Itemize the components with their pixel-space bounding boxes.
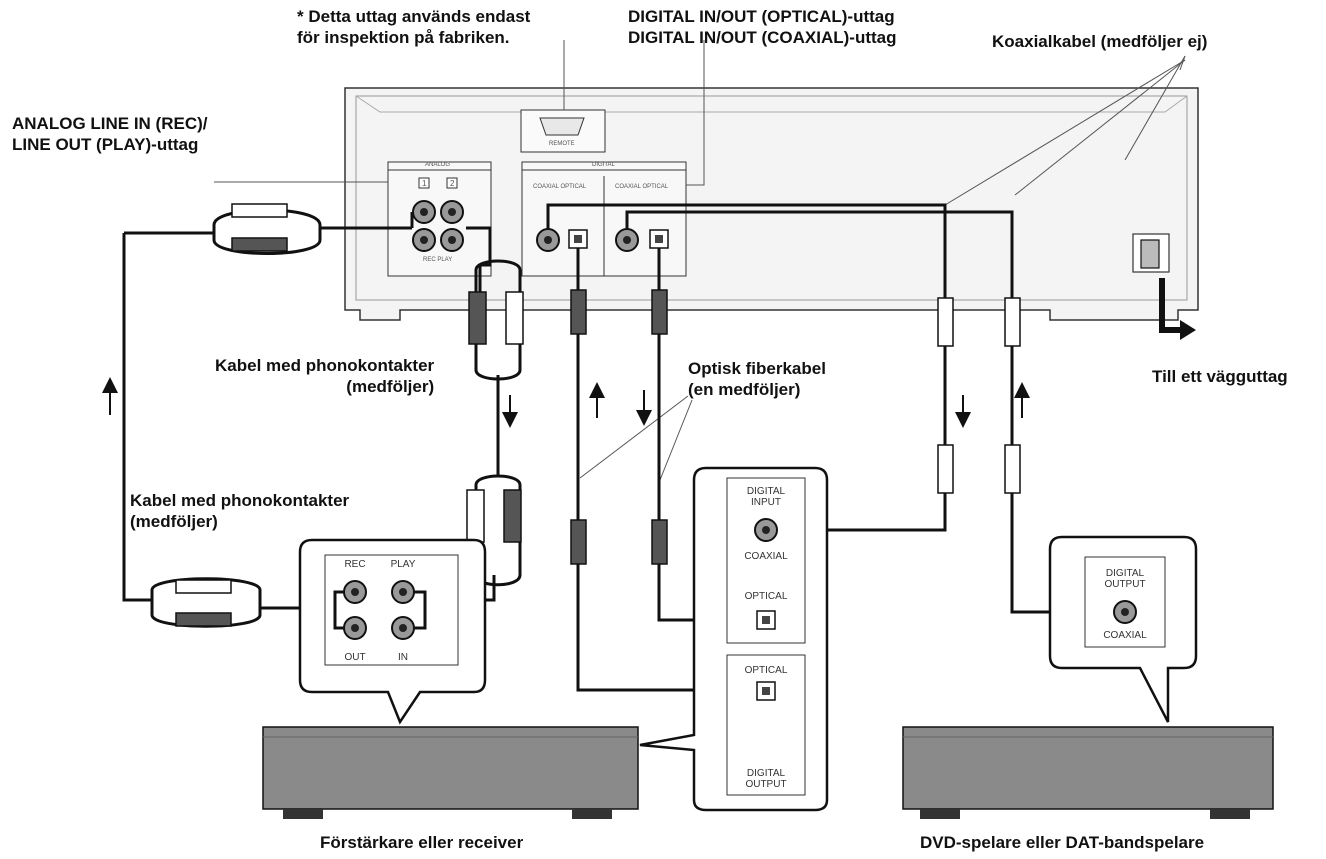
phono-cable-center xyxy=(425,226,524,602)
factory-serial-port xyxy=(520,40,606,153)
dvd-digital-callout xyxy=(1048,535,1198,723)
phono-cable-label-1: Kabel med phonokontakter (medföljer) xyxy=(215,356,435,396)
amp-play-label: PLAY xyxy=(390,559,416,570)
amp-optical-out-label: OPTICAL xyxy=(744,665,788,676)
signal-arrows xyxy=(102,377,1030,428)
amp-digital-output-label: DIGITAL OUTPUT xyxy=(745,768,787,790)
remote-port-text: REMOTE xyxy=(549,141,575,147)
coax-optical-text-2: COAXIAL OPTICAL xyxy=(615,184,669,190)
channel-2-mark: 2 xyxy=(450,179,455,188)
digital-jacks-label: DIGITAL IN/OUT (OPTICAL)-uttag DIGITAL I… xyxy=(628,7,897,47)
dvd-coaxial-label: COAXIAL xyxy=(1103,630,1147,641)
coax-optical-text-1: COAXIAL OPTICAL xyxy=(533,184,587,190)
factory-note-label: * Detta uttag används endast för inspekt… xyxy=(297,7,531,47)
rec-play-text: REC PLAY xyxy=(423,257,453,263)
amp-digital-input-label: DIGITAL INPUT xyxy=(746,486,786,508)
amplifier-label: Förstärkare eller receiver xyxy=(320,833,524,852)
ac-power-inlet xyxy=(1132,233,1196,340)
dvd-dat-label: DVD-spelare eller DAT-bandspelare xyxy=(920,833,1205,852)
dvd-dat-unit xyxy=(902,726,1274,819)
coaxial-cables xyxy=(546,203,1115,614)
analog-jack-panel xyxy=(387,161,492,277)
phono-cable-left-top xyxy=(122,203,414,602)
amp-out-label: OUT xyxy=(344,652,366,663)
coax-cable-label: Koaxialkabel (medföljer ej) xyxy=(992,32,1208,51)
amp-analog-callout xyxy=(298,538,487,725)
wall-outlet-label: Till ett vägguttag xyxy=(1152,367,1288,386)
digital-panel-title: DIGITAL xyxy=(592,162,615,168)
analog-panel-title: ANALOG xyxy=(425,162,451,168)
amp-in-label: IN xyxy=(398,652,408,663)
phono-cable-left-bottom xyxy=(150,577,335,628)
channel-1-mark: 1 xyxy=(422,179,427,188)
amp-rec-label: REC xyxy=(344,559,366,570)
amplifier-unit xyxy=(262,726,639,819)
analog-jacks-label: ANALOG LINE IN (REC)/ LINE OUT (PLAY)-ut… xyxy=(12,114,208,154)
dvd-digital-output-label: DIGITAL OUTPUT xyxy=(1104,568,1146,590)
amp-digital-callout xyxy=(639,466,829,812)
amp-optical-in-label: OPTICAL xyxy=(744,591,788,602)
optical-cable-label: Optisk fiberkabel (en medföljer) xyxy=(688,359,826,399)
amp-coaxial-label: COAXIAL xyxy=(744,551,788,562)
phono-cable-label-2: Kabel med phonokontakter (medföljer) xyxy=(130,491,350,531)
